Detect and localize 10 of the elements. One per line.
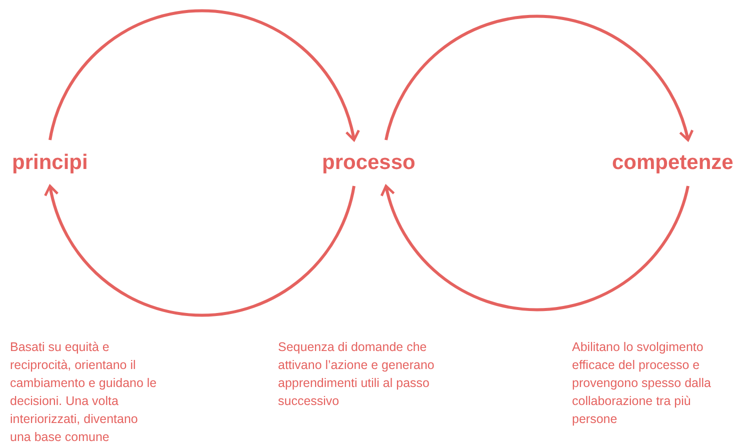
node-label: processo (322, 150, 416, 176)
node-label: principi (12, 150, 88, 176)
description-text: Basati su equità e reciprocità, orientano il cambiamento e guidano le decisioni. Una volta interiorizzati, diventano una base comune (10, 339, 158, 443)
curved-arrow (384, 14, 694, 142)
curved-arrow (380, 184, 690, 312)
node-label: competenze (612, 150, 734, 176)
curved-arrow (48, 9, 360, 142)
description-text: Abilitano lo svolgimento efficace del processo e provengono spesso dalla collaborazione tra più persone (572, 339, 712, 428)
curved-arrow (44, 184, 356, 317)
description-text: Sequenza di domande che attivano l’azione e generano apprendimenti utili al passo successivo (278, 339, 436, 410)
